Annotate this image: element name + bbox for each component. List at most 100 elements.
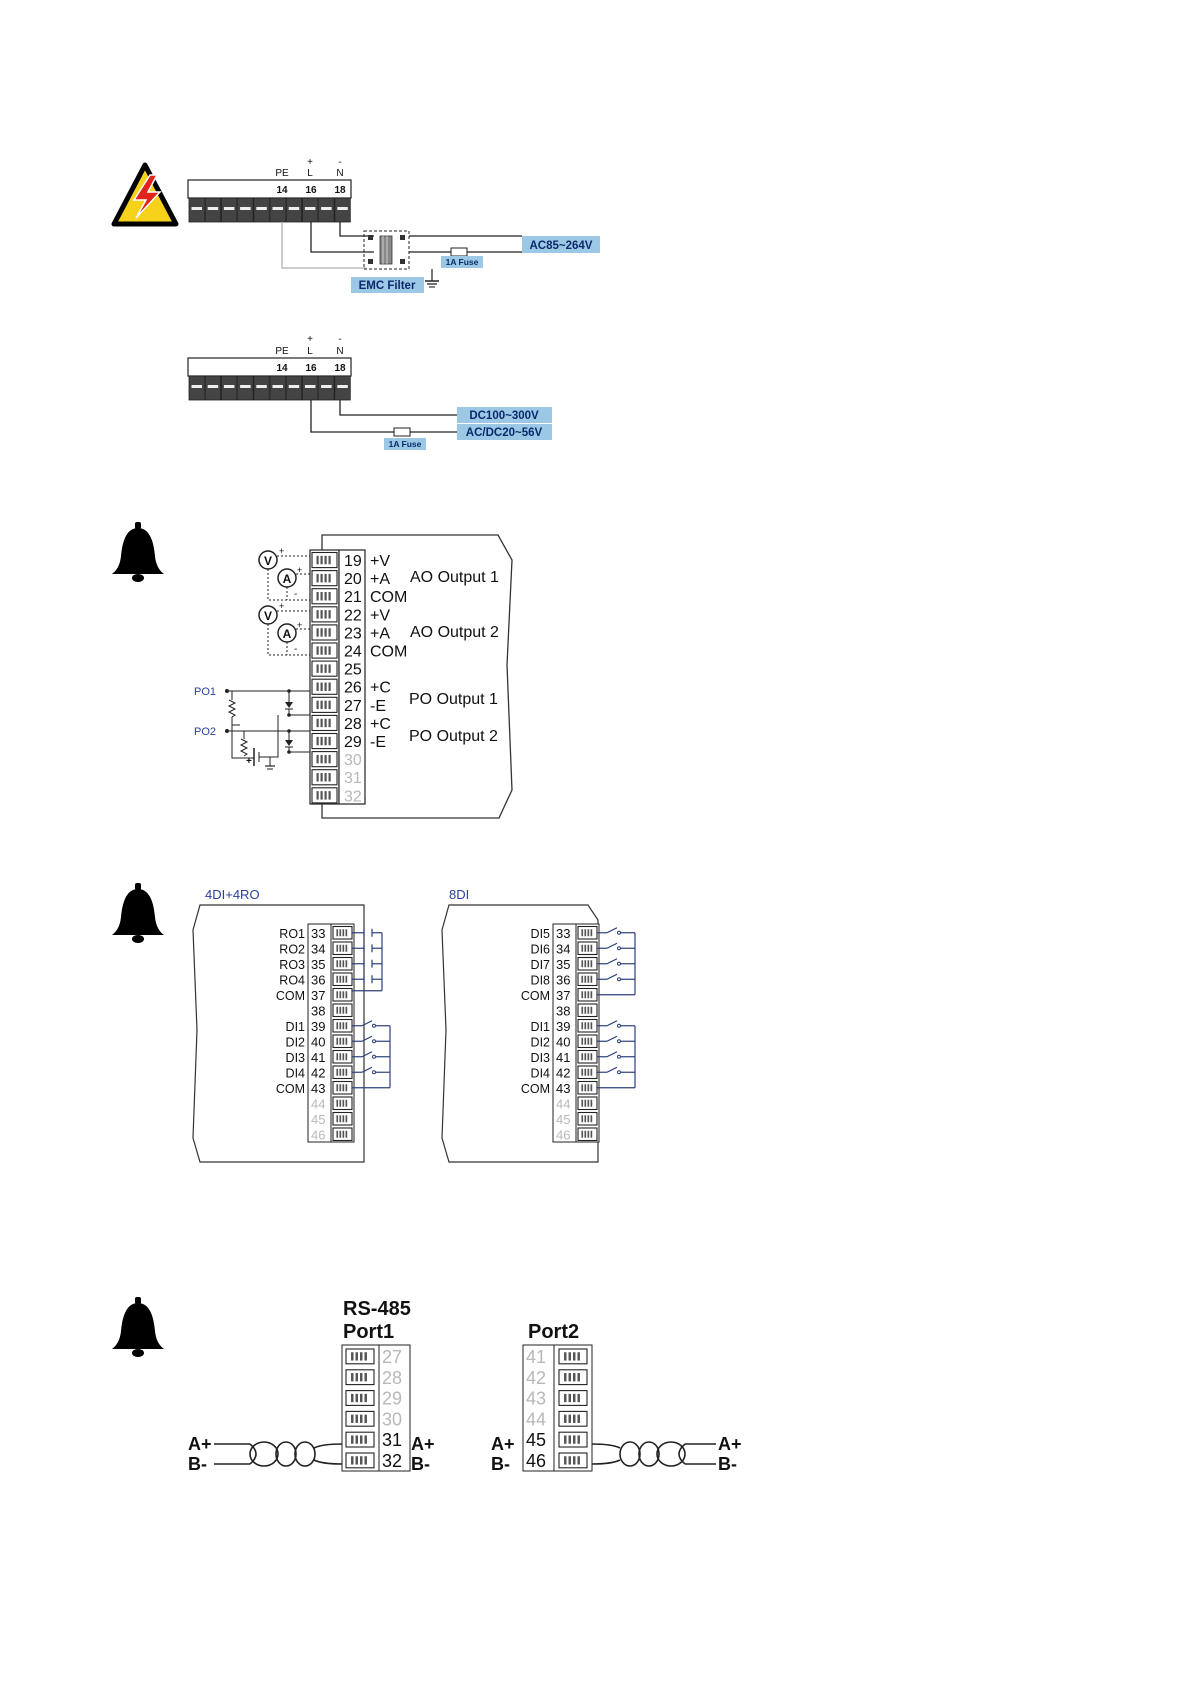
analog-terminal-number-31: 31 — [344, 770, 362, 787]
power-terminal-block — [204, 197, 222, 223]
analog-terminal-label-23: +A — [370, 625, 390, 642]
left-terminal-number-39: 39 — [311, 1019, 325, 1034]
analog-terminal-number-30: 30 — [344, 752, 362, 769]
power-terminal-block — [253, 197, 270, 223]
dc-term-name-n: N — [336, 346, 343, 357]
port2-right-b-minus: B- — [718, 1454, 737, 1474]
analog-terminal-number-21: 21 — [344, 589, 362, 606]
right-terminal-label-34: DI6 — [531, 943, 551, 957]
port1-terminal-29 — [345, 1390, 375, 1406]
port2-terminal-45 — [558, 1431, 588, 1448]
right-terminal-38 — [577, 1003, 598, 1018]
right-terminal-number-33: 33 — [556, 926, 570, 941]
port2-left-a-plus: A+ — [491, 1434, 515, 1454]
port2-terminal-number-44: 44 — [526, 1409, 546, 1429]
svg-text:+: + — [279, 546, 284, 556]
analog-terminal-25 — [311, 660, 338, 677]
analog-terminal-label-19: +V — [370, 553, 390, 570]
svg-text:+: + — [279, 601, 284, 611]
svg-text:-: - — [294, 644, 297, 655]
right-terminal-35 — [577, 956, 598, 971]
right-terminal-number-38: 38 — [556, 1004, 570, 1019]
left-terminal-label-41: DI3 — [286, 1051, 306, 1065]
svg-text:V: V — [264, 554, 272, 568]
left-terminal-number-45: 45 — [311, 1112, 325, 1127]
dc-supply-label-2: AC/DC20~56V — [466, 427, 543, 439]
left-terminal-label-39: DI1 — [286, 1020, 306, 1034]
power-terminal-block — [253, 375, 270, 401]
analog-terminal-21 — [311, 588, 338, 605]
left-terminal-label-33: RO1 — [279, 927, 305, 941]
dc-terminal-strip — [188, 375, 351, 401]
svg-text:V: V — [264, 609, 272, 623]
dc-power-section: PE + L - N 14 16 18 DC100~300V AC/DC20~5… — [187, 334, 552, 450]
right-terminal-number-40: 40 — [556, 1035, 570, 1050]
right-terminal-number-35: 35 — [556, 957, 570, 972]
emc-filter-tag — [351, 277, 424, 293]
analog-terminal-20 — [311, 570, 338, 587]
port1-terminal-number-28: 28 — [382, 1368, 402, 1388]
right-terminal-label-35: DI7 — [531, 958, 551, 972]
port1-terminal-30 — [345, 1410, 375, 1427]
port2-terminal-number-45: 45 — [526, 1430, 546, 1450]
analog-terminal-number-29: 29 — [344, 734, 362, 751]
right-terminal-40 — [577, 1034, 598, 1049]
dc-fuse-label: 1A Fuse — [389, 439, 422, 449]
dc-term-num-16: 16 — [305, 363, 317, 374]
analog-terminal-number-28: 28 — [344, 716, 362, 733]
ammeter-1: A — [277, 568, 297, 588]
power-terminal-block — [318, 375, 335, 401]
right-terminal-number-37: 37 — [556, 988, 570, 1003]
svg-text:+: + — [297, 565, 302, 575]
left-terminal-number-35: 35 — [311, 957, 325, 972]
power-terminal-block — [269, 375, 286, 401]
voltmeter-1: V — [258, 550, 278, 570]
port2-left-b-minus: B- — [491, 1454, 510, 1474]
digital-io-section: 4DI+4RO 8DI 33RO134RO235RO336RO437COM383… — [112, 883, 636, 1163]
bell-icon — [112, 1297, 164, 1357]
right-terminal-36 — [577, 972, 598, 987]
right-terminal-number-43: 43 — [556, 1081, 570, 1096]
right-terminal-label-37: COM — [521, 989, 550, 1003]
right-terminal-label-33: DI5 — [531, 927, 551, 941]
left-terminal-label-35: RO3 — [279, 958, 305, 972]
power-terminal-block — [237, 197, 254, 223]
analog-terminal-27 — [311, 696, 338, 713]
port2-terminal-number-43: 43 — [526, 1389, 546, 1409]
right-terminal-34 — [577, 941, 598, 956]
left-wiring — [352, 928, 391, 1089]
right-terminal-41 — [577, 1049, 598, 1064]
analog-terminal-24 — [311, 642, 338, 659]
dc-term-name-pe: PE — [275, 346, 289, 357]
ac-fuse-tag — [441, 256, 483, 268]
dc-term-pol-n: - — [338, 334, 341, 345]
ac-supply-label: AC85~264V — [530, 240, 593, 252]
ac-term-pol-n: - — [338, 157, 341, 168]
port2-terminal-43 — [558, 1390, 588, 1406]
left-module-title: 4DI+4RO — [205, 887, 260, 902]
analog-terminal-label-28: +C — [370, 716, 391, 733]
ac-term-name-l: L — [307, 168, 313, 179]
analog-terminal-number-23: 23 — [344, 625, 362, 642]
left-terminal-40 — [332, 1034, 353, 1049]
left-terminal-label-40: DI2 — [286, 1036, 306, 1050]
left-terminal-44 — [332, 1096, 353, 1111]
analog-terminal-number-22: 22 — [344, 607, 362, 624]
analog-terminal-30 — [311, 751, 338, 768]
group-label-ao2: AO Output 2 — [410, 624, 499, 641]
ac-term-name-pe: PE — [275, 168, 289, 179]
analog-terminal-label-26: +C — [370, 680, 391, 697]
dc-fuse-tag — [384, 438, 426, 450]
left-terminal-34 — [332, 941, 353, 956]
analog-terminal-23 — [311, 624, 338, 641]
analog-terminal-number-20: 20 — [344, 571, 362, 588]
port1-terminal-28 — [345, 1369, 375, 1386]
power-terminal-block — [188, 197, 205, 223]
svg-text:-: - — [294, 589, 297, 600]
right-terminal-number-39: 39 — [556, 1019, 570, 1034]
left-terminal-number-40: 40 — [311, 1035, 325, 1050]
right-terminal-number-46: 46 — [556, 1128, 570, 1143]
power-terminal-block — [318, 197, 335, 223]
